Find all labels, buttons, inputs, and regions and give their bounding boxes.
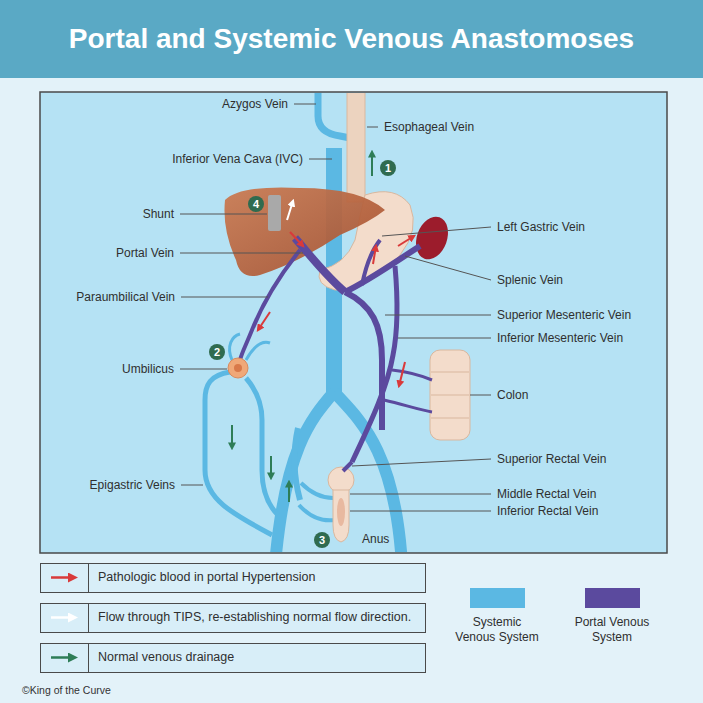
inferior-rectal-vein: [299, 505, 335, 520]
normal-flow-arrow: [288, 482, 290, 502]
leader-line: [350, 494, 491, 495]
paraumbilical-vein: [240, 250, 300, 360]
copyright-note: ©King of the Curve: [22, 684, 111, 697]
leader-line: [367, 127, 378, 128]
leader-line: [385, 315, 491, 316]
normal-flow-arrow: [371, 152, 373, 176]
epigastric-vein: [246, 378, 278, 515]
part-label: Inferior Mesenteric Vein: [495, 331, 625, 345]
legend-text: Portal Venous System: [568, 615, 656, 645]
umbilicus-center: [234, 364, 242, 372]
legend-sample-cell: [41, 644, 89, 672]
leader-line: [309, 159, 332, 160]
epigastric-branch: [230, 334, 240, 360]
inferior-mesenteric-vein: [352, 266, 397, 462]
pathologic-arrow: [373, 246, 376, 264]
colic-branch: [392, 370, 432, 380]
part-label: Middle Rectal Vein: [495, 487, 598, 501]
part-label: Superior Mesenteric Vein: [495, 308, 633, 322]
leader-line: [350, 511, 491, 512]
colon-haustra: [431, 372, 469, 418]
pathologic-arrow: [399, 362, 405, 386]
part-label: Inferior Rectal Vein: [495, 504, 600, 518]
liver: [224, 188, 385, 277]
normal-flow-arrow: [231, 425, 233, 448]
esophagus: [347, 93, 365, 202]
tips-shunt: [268, 195, 281, 231]
part-label: Esophageal Vein: [382, 120, 476, 134]
legend-box: Flow through TIPS, re-establishing norma…: [40, 603, 426, 633]
anal-lumen: [337, 498, 345, 526]
callout-number: 1: [380, 160, 396, 176]
left-gastric-vein: [362, 240, 380, 285]
spleen: [410, 212, 453, 264]
part-label: Azygos Vein: [220, 97, 290, 111]
middle-rectal-vein: [301, 483, 333, 498]
legend-swatch: [470, 588, 525, 608]
leader-line: [470, 395, 491, 396]
colon: [430, 350, 470, 440]
pathologic-arrow: [290, 232, 303, 246]
flow-arrow-sample: [41, 604, 86, 631]
leader-line: [294, 104, 316, 105]
title-bar: Portal and Systemic Venous Anastomoses: [0, 0, 703, 78]
legend-sample-cell: [41, 564, 89, 592]
rectum: [328, 467, 354, 493]
part-label: Epigastric Veins: [88, 478, 177, 492]
legend-box: Normal venous drainage: [40, 643, 426, 673]
leader-line: [181, 297, 268, 298]
right-iliac-vein: [334, 392, 402, 552]
anal-canal: [333, 490, 349, 542]
legend-swatch: [585, 588, 640, 608]
part-label: Portal Vein: [114, 246, 176, 260]
leader-line: [180, 369, 227, 370]
part-label: Inferior Vena Cava (IVC): [170, 152, 305, 166]
flow-arrow-sample: [41, 564, 86, 591]
internal-iliac-vein: [294, 428, 300, 500]
legend-text: Flow through TIPS, re-establishing norma…: [89, 604, 420, 632]
splenic-vein: [345, 246, 420, 292]
flow-arrow-sample: [41, 644, 86, 671]
flow-arrow-sample: [51, 576, 75, 579]
left-iliac-vein: [275, 392, 334, 552]
umbilicus: [228, 358, 248, 378]
colic-branch: [384, 400, 432, 412]
part-label: Splenic Vein: [495, 273, 565, 287]
part-label: Left Gastric Vein: [495, 220, 587, 234]
leader-line: [181, 485, 203, 486]
flow-arrow-sample: [51, 656, 75, 659]
part-label: Colon: [495, 388, 530, 402]
part-label: Umbilicus: [120, 362, 176, 376]
part-label: Paraumbilical Vein: [74, 290, 177, 304]
azygos-vein: [318, 93, 350, 138]
callout-number: 2: [209, 344, 225, 360]
flow-arrow-sample: [51, 616, 75, 619]
normal-flow-arrow: [270, 456, 272, 478]
pathologic-arrow: [258, 312, 270, 330]
title-text: Portal and Systemic Venous Anastomoses: [57, 22, 646, 56]
leader-line: [352, 459, 491, 466]
legend-text: Systemic Venous System: [453, 615, 541, 645]
tips-flow-arrow: [287, 201, 293, 220]
part-label: Superior Rectal Vein: [495, 452, 608, 466]
callout-number: 3: [314, 532, 330, 548]
leader-line: [398, 338, 491, 339]
callout-number: 4: [248, 196, 264, 212]
leader-line: [180, 253, 303, 254]
pathologic-arrow: [398, 236, 414, 246]
part-label: Anus: [360, 532, 391, 546]
part-label: Shunt: [141, 207, 176, 221]
legend-text: Pathologic blood in portal Hypertension: [89, 564, 325, 592]
legend-sample-cell: [41, 604, 89, 632]
superior-rectal-vein: [343, 462, 352, 471]
legend-box: Pathologic blood in portal Hypertension: [40, 563, 426, 593]
leader-line: [405, 256, 491, 280]
leader-line: [382, 227, 491, 236]
legend-text: Normal venous drainage: [89, 644, 243, 672]
epigastric-branch: [246, 342, 270, 360]
leader-line: [180, 214, 267, 215]
